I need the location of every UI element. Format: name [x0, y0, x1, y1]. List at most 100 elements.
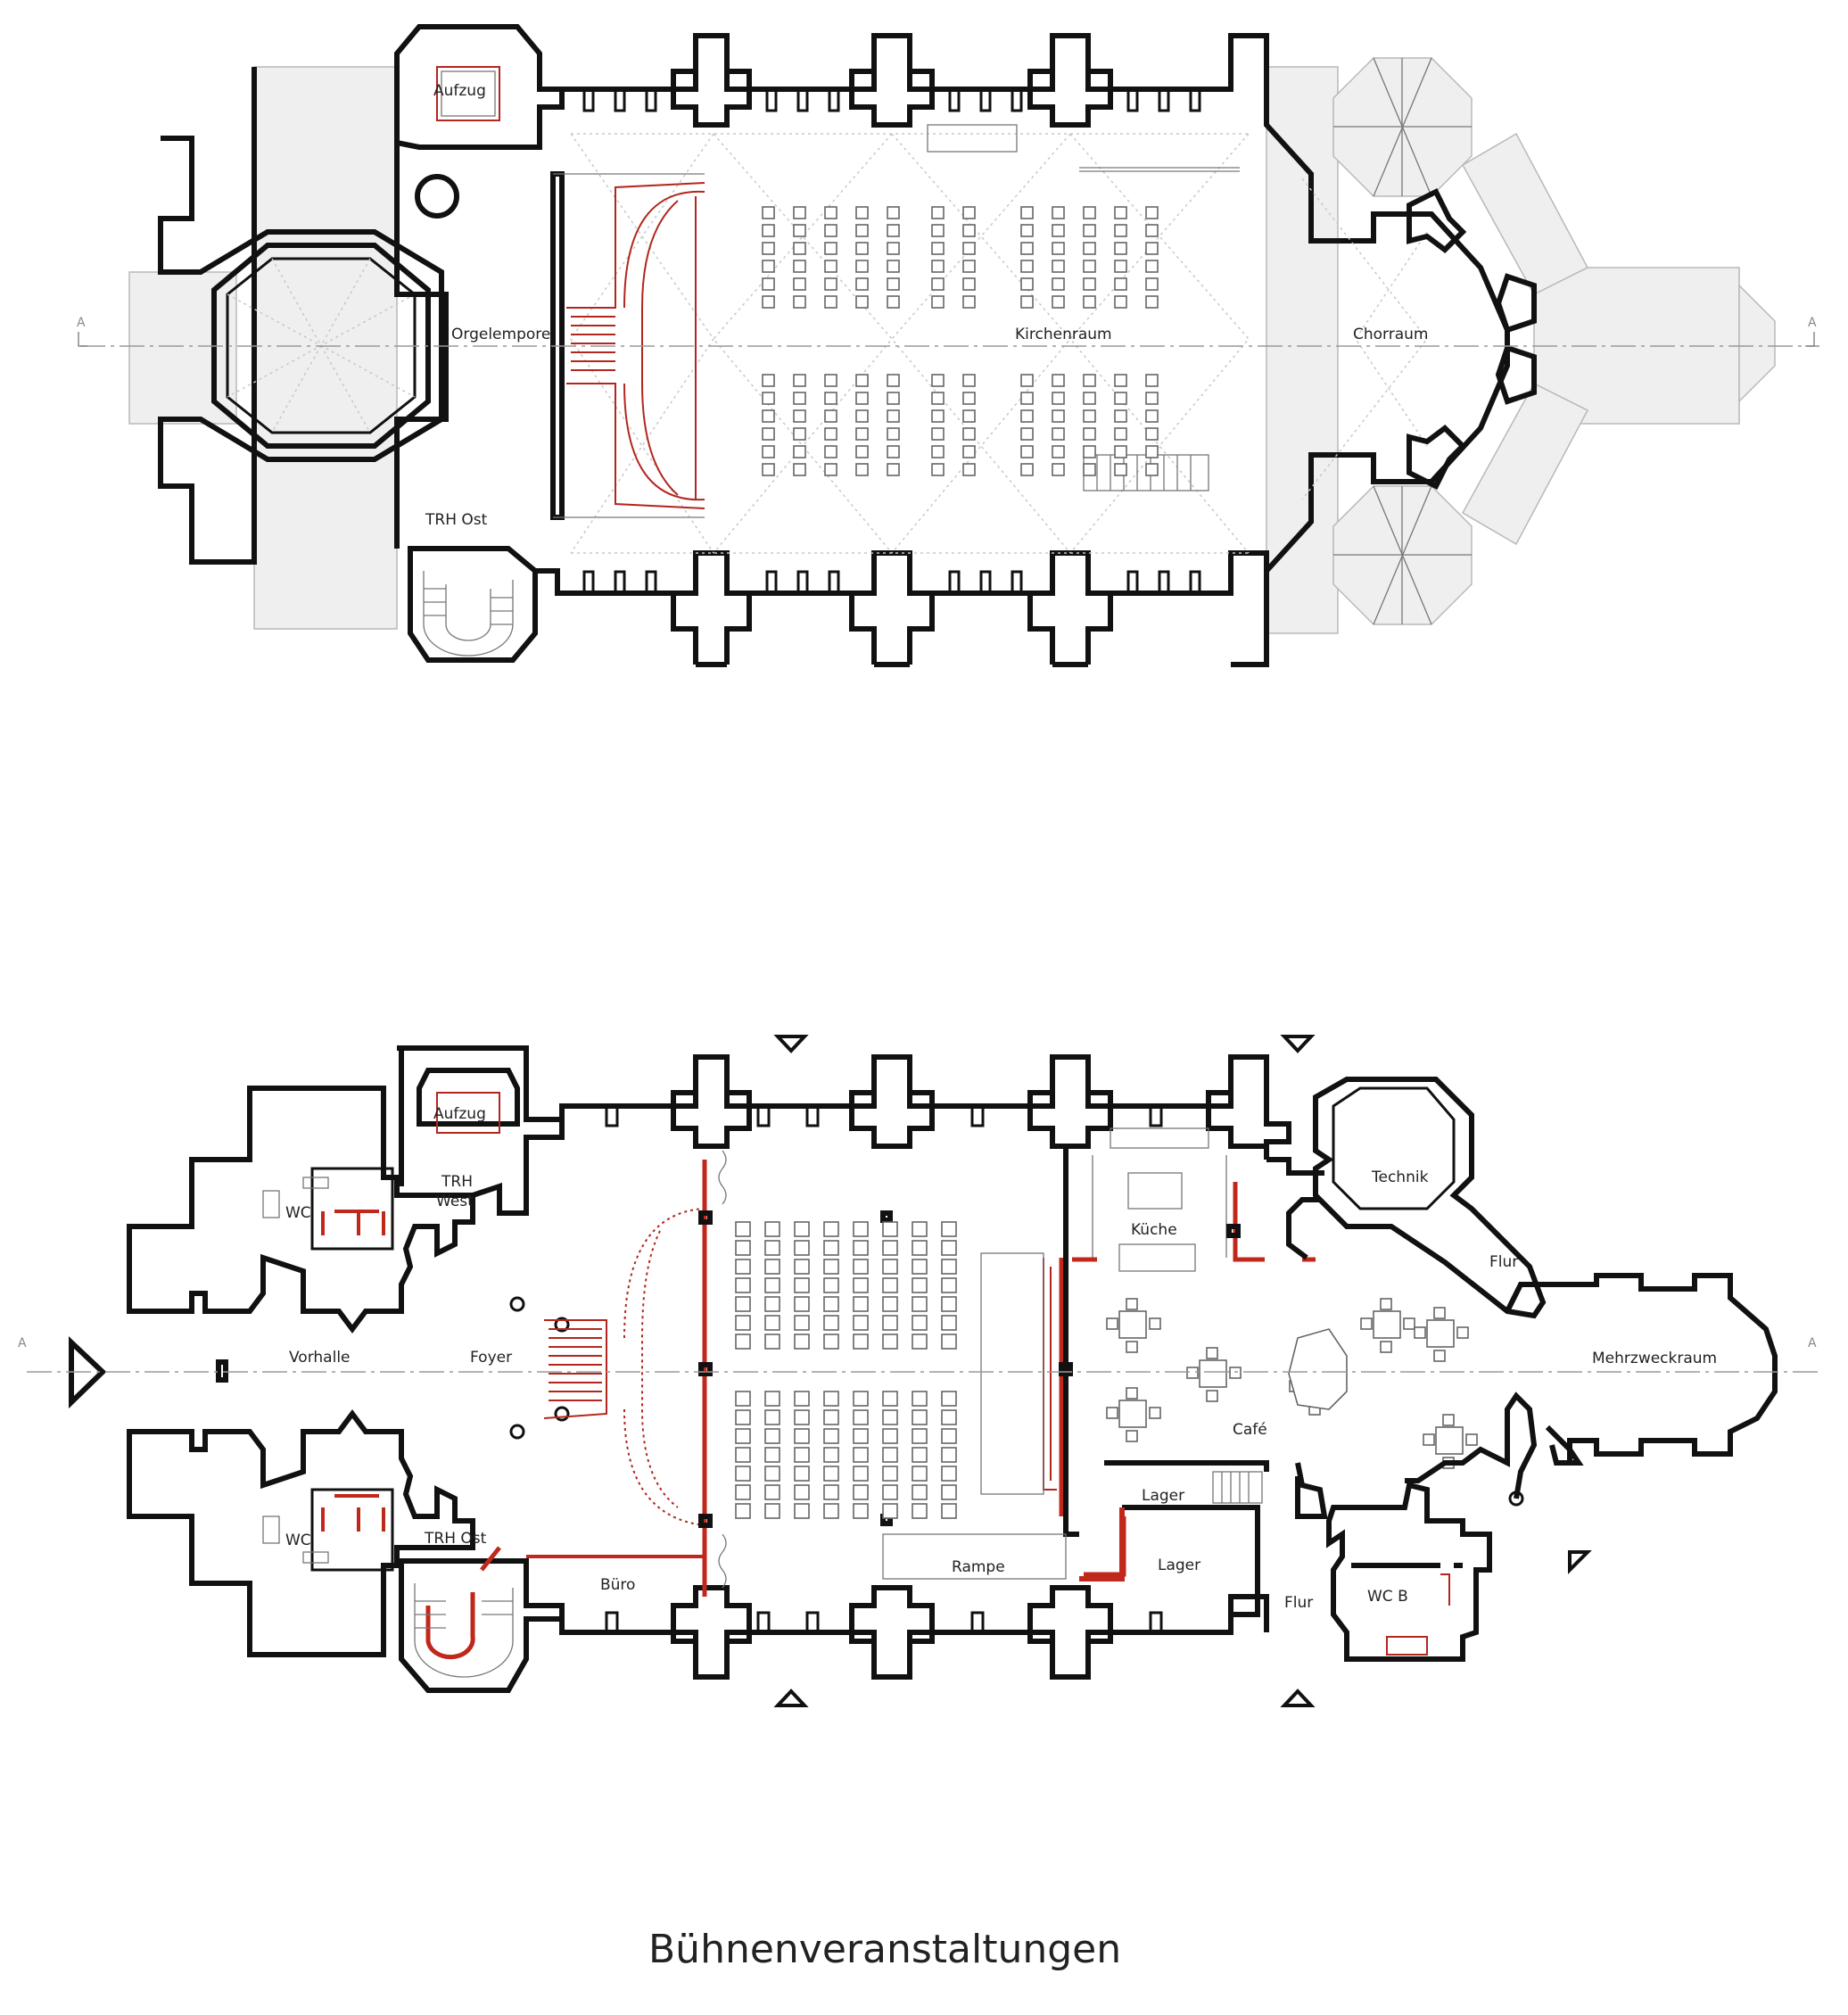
chair [887, 445, 900, 458]
label-flur-top: Flur [1489, 1253, 1518, 1271]
spiral-stair-upper [423, 571, 514, 657]
chair [794, 1277, 810, 1293]
chair [824, 392, 837, 405]
chair [1145, 295, 1159, 309]
chair [941, 1447, 957, 1463]
chair [931, 445, 945, 458]
stage-platform [927, 124, 1018, 153]
label-aufzug-upper: Aufzug [433, 82, 486, 100]
chair [931, 277, 945, 291]
chair [1020, 260, 1034, 273]
chair [882, 1240, 898, 1256]
west-tower-octagon [211, 243, 431, 449]
terrace-west-2 [128, 271, 237, 425]
chair [1145, 427, 1159, 441]
chair [1083, 295, 1096, 309]
chair [794, 1409, 810, 1425]
chair [1114, 260, 1127, 273]
chair [735, 1296, 751, 1312]
chair [1052, 445, 1065, 458]
cafe-chair [1433, 1307, 1446, 1319]
chair [855, 242, 869, 255]
vault-ribs-upper [570, 133, 1428, 554]
chair [1114, 242, 1127, 255]
chair [882, 1296, 898, 1312]
cafe-chair [1106, 1407, 1118, 1419]
chair [823, 1428, 839, 1444]
chair [1083, 242, 1096, 255]
chair [855, 427, 869, 441]
chair [823, 1447, 839, 1463]
chair [887, 295, 900, 309]
chair [912, 1466, 928, 1482]
chair [887, 409, 900, 423]
aufzug-tower-upper [394, 24, 565, 150]
chair [764, 1277, 780, 1293]
chair [1020, 409, 1034, 423]
chair [941, 1334, 957, 1350]
chair [1052, 242, 1065, 255]
chair [855, 224, 869, 237]
chair [855, 445, 869, 458]
aufzug-box-upper [436, 66, 500, 121]
chair [1145, 445, 1159, 458]
chair [794, 1296, 810, 1312]
chair [887, 392, 900, 405]
chair [735, 1277, 751, 1293]
chair [855, 409, 869, 423]
chair [762, 427, 775, 441]
chair [823, 1409, 839, 1425]
chair [931, 409, 945, 423]
chair [941, 1503, 957, 1519]
chair [1052, 374, 1065, 387]
chair [887, 374, 900, 387]
chair [853, 1221, 869, 1237]
chair [1052, 277, 1065, 291]
rampe [882, 1533, 1067, 1580]
section-axis-upper: A A [77, 316, 1819, 347]
label-lager-1: Lager [1142, 1487, 1184, 1505]
chair [887, 242, 900, 255]
cafe-table [1199, 1359, 1227, 1388]
chair [882, 1391, 898, 1407]
chair [853, 1447, 869, 1463]
chair [793, 224, 806, 237]
chair [855, 260, 869, 273]
chair [1114, 445, 1127, 458]
cafe-table [1373, 1310, 1401, 1339]
section-marker-top-2 [1280, 1035, 1316, 1053]
chair [1114, 224, 1127, 237]
chair [853, 1503, 869, 1519]
chair [1020, 206, 1034, 219]
cafe-table [1118, 1310, 1147, 1339]
chair [912, 1259, 928, 1275]
trh-tower-upper [408, 546, 538, 663]
chair [764, 1221, 780, 1237]
chair [794, 1315, 810, 1331]
terrace-east [1266, 66, 1339, 634]
chair [823, 1503, 839, 1519]
cafe-chair [1442, 1414, 1455, 1426]
chair [823, 1466, 839, 1482]
chair [962, 409, 976, 423]
chair [764, 1503, 780, 1519]
chair [853, 1315, 869, 1331]
chair [762, 445, 775, 458]
chair [912, 1484, 928, 1500]
chair [941, 1296, 957, 1312]
chair [1145, 260, 1159, 273]
chair [1052, 260, 1065, 273]
chair [931, 206, 945, 219]
label-lager-2: Lager [1158, 1557, 1200, 1574]
chair [1020, 445, 1034, 458]
cafe-chair [1229, 1367, 1242, 1379]
chair [912, 1296, 928, 1312]
chair [794, 1503, 810, 1519]
chair [764, 1259, 780, 1275]
chair [1020, 374, 1034, 387]
cafe-chair [1465, 1433, 1478, 1446]
wc-b-walls [1326, 1482, 1492, 1662]
chair [882, 1484, 898, 1500]
chair [882, 1409, 898, 1425]
